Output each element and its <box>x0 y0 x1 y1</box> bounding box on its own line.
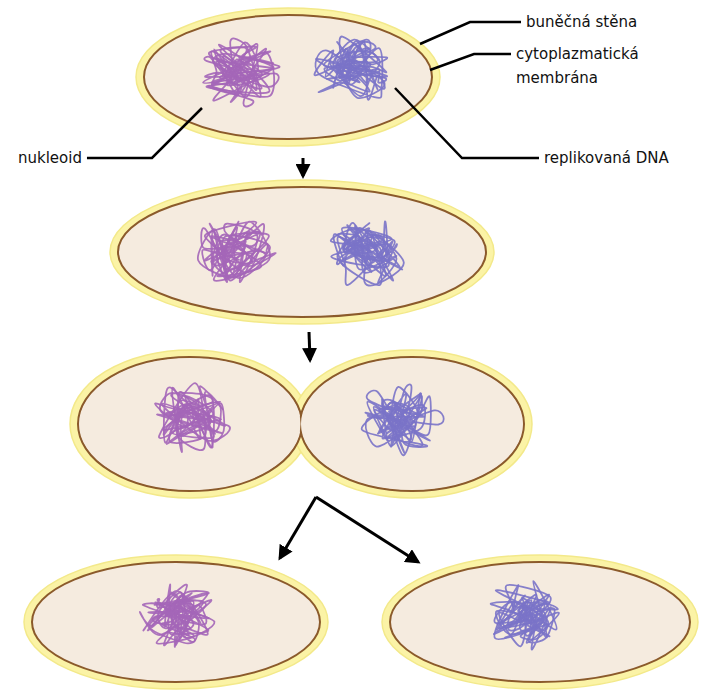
cell-wall <box>110 180 494 324</box>
cytoplasm <box>80 359 301 490</box>
dna-tangle <box>203 38 279 106</box>
part-label: nukleoid <box>18 146 82 170</box>
cell-wall <box>70 350 310 498</box>
bacterial-cell <box>136 8 440 146</box>
cell-wall <box>292 350 532 498</box>
cytoplasmic-membrane <box>144 15 432 139</box>
leader-line <box>420 22 521 44</box>
dna-strand <box>334 228 386 276</box>
dna-strand <box>494 581 556 639</box>
dna-strand <box>164 400 220 436</box>
leader-line <box>87 108 202 158</box>
cell-wall <box>382 555 698 689</box>
stage-arrow <box>302 158 305 176</box>
dna-strand <box>331 228 404 286</box>
dna-tangle <box>198 222 276 283</box>
cells <box>24 8 698 689</box>
part-label: buněčná stěna <box>526 10 637 34</box>
bacterial-cell <box>110 180 494 324</box>
nucleoids <box>140 37 559 650</box>
dna-tangle <box>140 584 215 646</box>
stage-arrows <box>280 158 418 562</box>
cytoplasmic-membrane <box>118 187 486 317</box>
part-label: cytoplazmatická membrána <box>516 42 666 90</box>
dna-tangle <box>314 37 387 100</box>
dna-strand <box>497 595 558 629</box>
cytoplasmic-membrane <box>32 562 320 682</box>
leader-line <box>395 88 539 158</box>
leader-lines <box>87 22 539 158</box>
dna-tangle <box>362 384 444 455</box>
dna-strand <box>333 40 378 81</box>
bacterial-cell <box>24 555 328 689</box>
dna-tangle <box>331 221 404 285</box>
cytoplasmic-membrane <box>78 357 302 491</box>
dna-strand <box>212 38 261 97</box>
dna-strand <box>221 224 259 283</box>
dna-strand <box>143 585 207 646</box>
part-label: replikovaná DNA <box>544 146 669 170</box>
stage-arrow <box>309 332 310 360</box>
stage-arrow <box>280 497 316 558</box>
dna-strand <box>198 229 250 282</box>
bacterial-cell <box>70 350 532 498</box>
cell-wall <box>136 8 440 146</box>
cytoplasmic-membrane <box>300 357 524 491</box>
cytoplasm <box>302 359 523 490</box>
leader-line <box>430 54 511 70</box>
stage-arrow <box>316 497 418 562</box>
cell-wall <box>24 555 328 689</box>
dna-tangle <box>155 383 230 452</box>
cytoplasmic-membrane <box>390 562 690 682</box>
dna-strand <box>362 387 428 447</box>
bacterial-cell <box>382 555 698 689</box>
dna-tangle <box>491 581 559 649</box>
